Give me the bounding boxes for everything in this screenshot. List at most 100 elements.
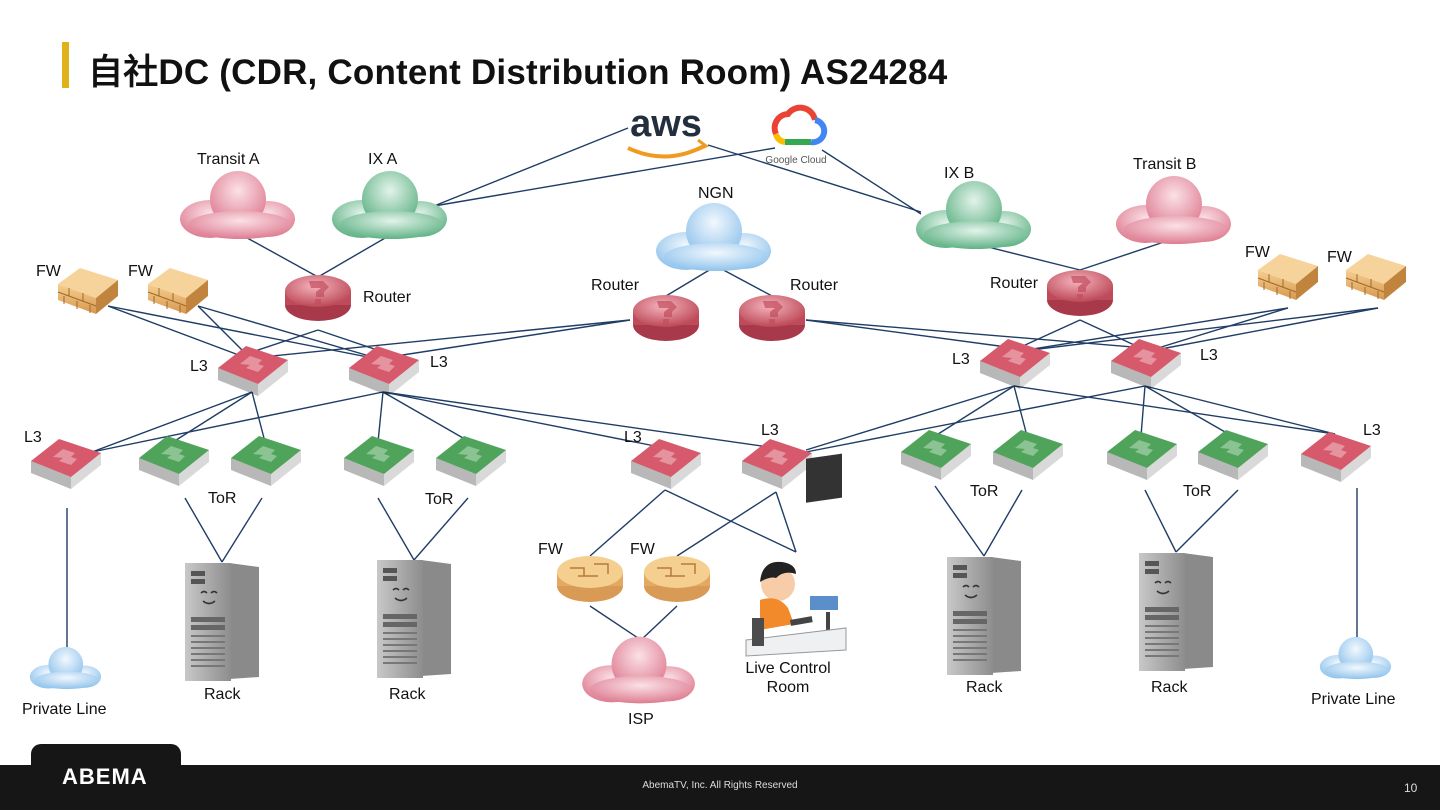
network-link-30: [91, 391, 384, 453]
network-link-31: [377, 391, 384, 443]
fw-isp-label-2: FW: [630, 541, 655, 558]
network-link-45: [676, 491, 777, 557]
rack-server-4: [1138, 552, 1214, 672]
network-link-4: [433, 147, 776, 207]
tor-switch-2: [231, 436, 301, 486]
network-link-32: [382, 391, 471, 443]
isp-label: ISP: [628, 711, 654, 728]
network-link-36: [1013, 385, 1028, 437]
l3-switch-3: [980, 339, 1050, 389]
network-link-23: [1013, 307, 1289, 353]
slide-title: 自社DC (CDR, Content Distribution Room) AS…: [88, 53, 948, 92]
l3-label-6: L3: [624, 429, 642, 446]
network-link-9: [975, 243, 1081, 271]
tor-switch-4: [436, 436, 506, 486]
copyright-text: AbemaTV, Inc. All Rights Reserved: [642, 780, 798, 791]
network-link-41: [1144, 385, 1336, 435]
transit-a-label: Transit A: [197, 151, 260, 168]
network-link-58: [1175, 489, 1239, 553]
network-link-3: [433, 127, 629, 207]
abema-logo: ABEMA: [62, 764, 148, 789]
transit-a-cloud: [180, 171, 295, 239]
network-link-51: [184, 497, 223, 563]
l3-label-3: L3: [952, 351, 970, 368]
router-ngn-2: [739, 295, 805, 341]
ngn-label: NGN: [698, 185, 734, 202]
network-link-24: [1144, 307, 1289, 353]
l3-switch-1: [218, 346, 288, 396]
ix-b-label: IX B: [944, 165, 975, 182]
network-link-10: [1079, 237, 1177, 271]
tor-switch-6: [993, 430, 1063, 480]
router-b: [1047, 270, 1113, 316]
logo-tab: [31, 744, 181, 810]
network-link-6: [707, 144, 922, 213]
network-link-2: [317, 233, 393, 278]
network-link-15: [805, 319, 1015, 349]
router-label-ngn-1: Router: [591, 277, 640, 294]
network-link-28: [172, 391, 253, 443]
tor-label-4: ToR: [1183, 483, 1212, 500]
ix-b-cloud: [916, 181, 1031, 249]
l3-label-7: L3: [761, 422, 779, 439]
network-link-16: [805, 319, 1146, 349]
network-link-52: [221, 497, 263, 563]
network-diagram: aws Google Cloud: [29, 103, 1407, 704]
ix-a-label: IX A: [368, 151, 398, 168]
footer-bar: [0, 765, 1440, 810]
transit-b-cloud: [1116, 176, 1231, 244]
svg-text:Google Cloud: Google Cloud: [765, 155, 826, 166]
network-link-26: [1144, 307, 1379, 353]
l3-switch-7: [742, 439, 812, 489]
fw-top-right-2: [1345, 253, 1407, 301]
network-link-7: [665, 265, 717, 297]
private-line-label-right: Private Line: [1311, 691, 1396, 708]
network-link-54: [413, 497, 469, 561]
network-link-19: [107, 305, 253, 361]
network-link-39: [1140, 385, 1146, 437]
network-link-27: [91, 391, 253, 453]
live-control-room-illustration: [745, 453, 847, 657]
network-link-20: [107, 305, 384, 361]
fw-isp-1: [556, 555, 624, 603]
l3-label-1: L3: [190, 358, 208, 375]
network-link-34: [382, 391, 777, 449]
l3-label-5: L3: [24, 429, 42, 446]
network-link-22: [197, 305, 384, 361]
tor-label-1: ToR: [208, 490, 237, 507]
network-link-42: [805, 385, 1146, 453]
network-link-47: [589, 605, 642, 641]
tor-switch-7: [1107, 430, 1177, 480]
rack-label-2: Rack: [389, 686, 426, 703]
tor-label-2: ToR: [425, 491, 454, 508]
tor-switch-5: [901, 430, 971, 480]
l3-label-2: L3: [430, 354, 448, 371]
page-number: 10: [1404, 781, 1418, 795]
network-link-57: [1144, 489, 1177, 553]
tor-switch-1: [139, 436, 209, 486]
network-link-48: [640, 605, 678, 641]
l3-label-4: L3: [1200, 347, 1218, 364]
network-link-1: [239, 233, 319, 278]
network-link-35: [934, 385, 1015, 437]
private-line-label-left: Private Line: [22, 701, 107, 718]
network-link-55: [934, 485, 985, 557]
ngn-cloud: [656, 203, 771, 271]
network-link-33: [382, 391, 666, 449]
rack-server-1: [184, 562, 260, 682]
rack-server-3: [946, 556, 1022, 676]
fw-isp-label-1: FW: [538, 541, 563, 558]
fw-label-1: FW: [36, 263, 61, 280]
title-accent-bar: [62, 42, 69, 88]
live-control-room-label: Live Control Room: [745, 660, 831, 696]
tor-switch-8: [1198, 430, 1268, 480]
router-a: [285, 275, 351, 321]
rack-label-3: Rack: [966, 679, 1003, 696]
ix-a-cloud: [332, 171, 447, 239]
router-ngn-1: [633, 295, 699, 341]
router-label-ngn-2: Router: [790, 277, 839, 294]
fw-label-4: FW: [1327, 249, 1352, 266]
network-link-43: [589, 489, 666, 557]
aws-logo: aws: [627, 103, 709, 159]
tor-label-3: ToR: [970, 483, 999, 500]
